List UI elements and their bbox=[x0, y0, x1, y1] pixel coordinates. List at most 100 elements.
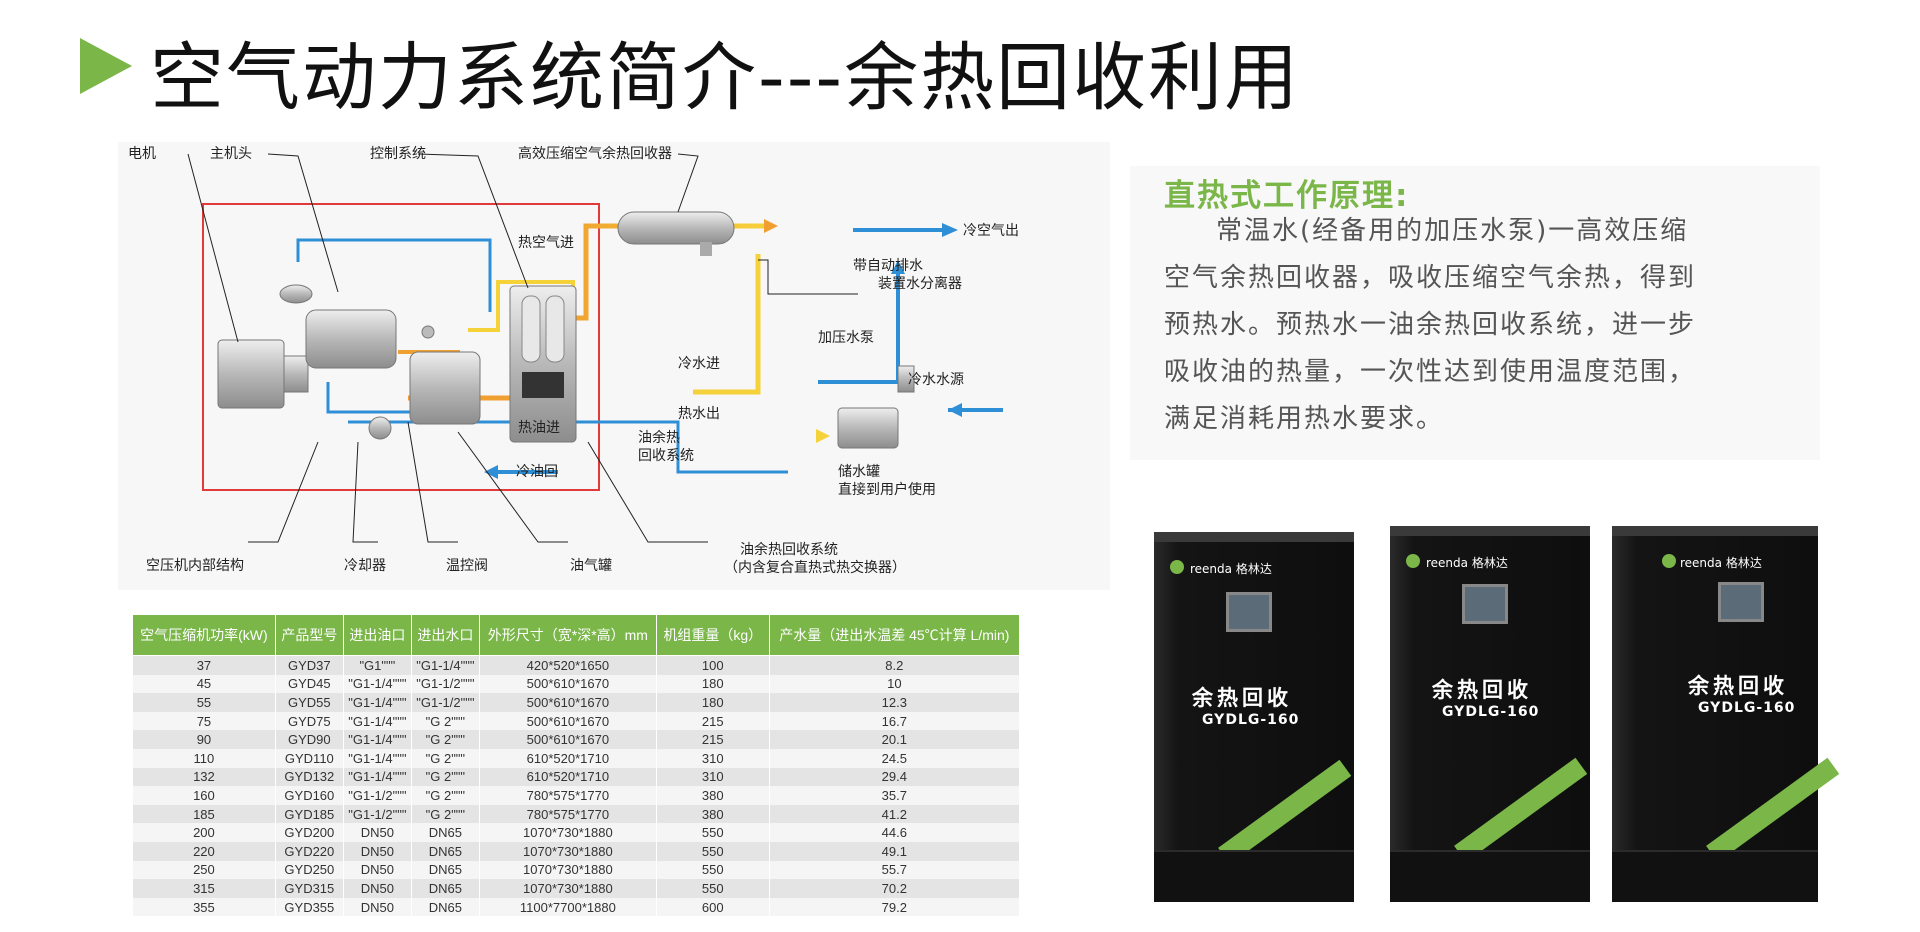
table-cell: 1070*730*1880 bbox=[478, 879, 657, 898]
brand-logo-icon bbox=[1662, 554, 1676, 568]
water-separator-icon bbox=[700, 242, 712, 256]
table-cell: 550 bbox=[655, 860, 770, 880]
table-cell: DN65 bbox=[410, 897, 480, 917]
label-hot-oil-in: 热油进 bbox=[518, 420, 560, 436]
pipe-cold-water-in bbox=[693, 254, 761, 395]
principle-panel: 直热式工作原理: 常温水(经备用的加压水泵)一高效压缩空气余热回收器，吸收压缩空… bbox=[1130, 166, 1820, 460]
table-cell: 110 bbox=[132, 748, 276, 768]
table-cell: 550 bbox=[655, 879, 770, 898]
table-header-cell: 外形尺寸（宽*深*高）mm bbox=[478, 614, 657, 656]
water-tank-icon bbox=[837, 407, 899, 449]
table-cell: DN50 bbox=[342, 841, 412, 861]
table-cell: 500*610*1670 bbox=[478, 674, 657, 694]
label-hot-water-out: 热水出 bbox=[678, 406, 720, 422]
table-cell: 44.6 bbox=[768, 823, 1021, 842]
table-cell: "G1-1/2""" bbox=[342, 786, 412, 805]
table-cell: 180 bbox=[655, 693, 770, 712]
table-cell: 100 bbox=[655, 655, 770, 675]
oil-gas-tank-icon bbox=[409, 351, 481, 425]
table-cell: 1070*730*1880 bbox=[478, 823, 657, 842]
product-photo: reenda 格林达 余热回收 GYDLG-160 reenda 格林达 余热回… bbox=[1110, 470, 1850, 930]
cabinet-model: GYDLG-160 bbox=[1202, 712, 1300, 728]
table-header-cell: 进出油口 bbox=[342, 614, 412, 656]
table-cell: GYD160 bbox=[274, 786, 344, 805]
brand-logo-icon bbox=[1406, 554, 1420, 568]
table-cell: 35.7 bbox=[768, 786, 1021, 805]
label-cold-oil-return: 冷油回 bbox=[516, 464, 558, 480]
arrow-source-icon bbox=[948, 403, 962, 417]
table-cell: DN65 bbox=[410, 860, 480, 880]
label-thermo-valve: 温控阀 bbox=[446, 558, 488, 574]
table-cell: 49.1 bbox=[768, 841, 1021, 861]
table-cell: "G 2""" bbox=[410, 730, 480, 749]
cabinet-brand: reenda 格林达 bbox=[1426, 556, 1508, 570]
compressor-frame bbox=[202, 203, 600, 491]
oil-column-left-icon bbox=[521, 295, 541, 363]
table-cell: 215 bbox=[655, 711, 770, 731]
main-head-icon bbox=[305, 309, 397, 369]
table-cell: 355 bbox=[132, 897, 276, 917]
label-auto-drain-2: 装置水分离器 bbox=[878, 275, 962, 292]
table-cell: 310 bbox=[655, 748, 770, 768]
arrow-hot-water-icon bbox=[816, 429, 830, 443]
arrow-cold-air-icon bbox=[942, 223, 958, 237]
table-cell: 500*610*1670 bbox=[478, 693, 657, 712]
table-cell: 90 bbox=[132, 730, 276, 749]
table-cell: DN65 bbox=[410, 841, 480, 861]
table-cell: 780*575*1770 bbox=[478, 786, 657, 805]
arrow-up-icon bbox=[891, 260, 905, 274]
label-tank-2: 直接到用户使用 bbox=[838, 481, 936, 498]
principle-body: 常温水(经备用的加压水泵)一高效压缩空气余热回收器，吸收压缩空气余热，得到预热水… bbox=[1164, 216, 1697, 434]
table-cell: 610*520*1710 bbox=[478, 748, 657, 768]
table-header-cell: 产水量（进出水温差 45℃计算 L/min) bbox=[768, 614, 1021, 656]
system-diagram: 电机 主机头 控制系统 高效压缩空气余热回收器 热空气进 冷空气出 带自动排水 … bbox=[118, 142, 1110, 590]
label-oil-system-2: 回收系统 bbox=[638, 448, 694, 464]
table-cell: GYD110 bbox=[274, 748, 344, 768]
cabinet-middle: reenda 格林达 余热回收 GYDLG-160 bbox=[1390, 526, 1590, 902]
cabinet-base bbox=[1390, 850, 1590, 902]
green-stripe bbox=[1218, 759, 1352, 865]
table-cell: 16.7 bbox=[768, 711, 1021, 731]
principle-heading: 直热式工作原理: bbox=[1164, 178, 1410, 214]
label-oil-system-1: 油余热 bbox=[638, 429, 680, 446]
table-cell: 500*610*1670 bbox=[478, 711, 657, 731]
label-main-head: 主机头 bbox=[210, 146, 252, 162]
label-auto-drain-1: 带自动排水 bbox=[853, 258, 923, 274]
table-header-cell: 产品型号 bbox=[274, 614, 344, 656]
cabinet-base bbox=[1154, 850, 1354, 902]
motor-icon bbox=[217, 339, 285, 409]
table-cell: 45 bbox=[132, 674, 276, 694]
cabinet-left: reenda 格林达 余热回收 GYDLG-160 bbox=[1154, 532, 1354, 902]
table-cell: 24.5 bbox=[768, 748, 1021, 768]
table-cell: 37 bbox=[132, 655, 276, 675]
title-marker-icon bbox=[80, 38, 132, 94]
table-cell: GYD75 bbox=[274, 711, 344, 731]
oil-column-right-icon bbox=[545, 295, 565, 363]
table-cell: "G1-1/4""" bbox=[342, 711, 412, 731]
table-cell: 550 bbox=[655, 841, 770, 861]
table-cell: 380 bbox=[655, 804, 770, 824]
diagram-svg: 电机 主机头 控制系统 高效压缩空气余热回收器 热空气进 冷空气出 带自动排水 … bbox=[128, 145, 1019, 576]
table-cell: "G 2""" bbox=[410, 786, 480, 805]
cabinet-name: 余热回收 bbox=[1688, 674, 1788, 698]
table-cell: GYD250 bbox=[274, 860, 344, 880]
cabinet-name: 余热回收 bbox=[1432, 678, 1532, 702]
heat-recovery-device-icon bbox=[617, 211, 735, 245]
booster-pump-icon bbox=[897, 365, 915, 393]
table-cell: 41.2 bbox=[768, 804, 1021, 824]
table-cell: "G1-1/4""" bbox=[342, 674, 412, 694]
table-cell: 1070*730*1880 bbox=[478, 860, 657, 880]
table-cell: "G 2""" bbox=[410, 748, 480, 768]
valve-icon bbox=[421, 325, 435, 339]
table-cell: "G1""" bbox=[342, 655, 412, 675]
table-cell: GYD185 bbox=[274, 804, 344, 824]
table-cell: "G1-1/4""" bbox=[342, 748, 412, 768]
table-cell: 12.3 bbox=[768, 693, 1021, 712]
